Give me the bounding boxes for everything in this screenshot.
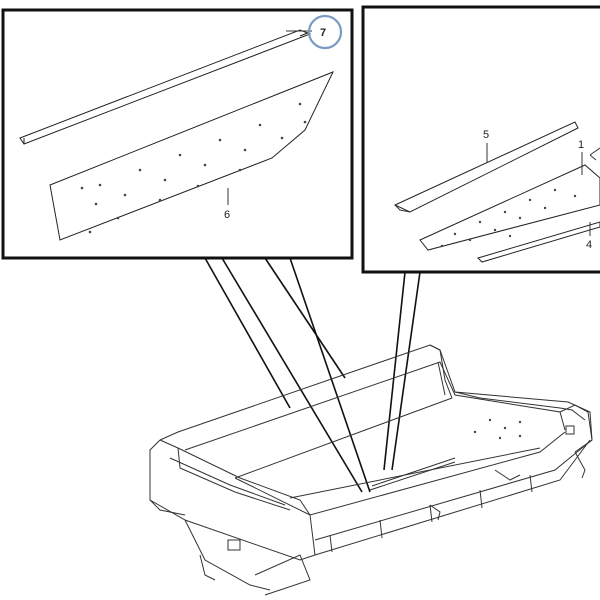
part-7-highlight-circle xyxy=(307,14,343,50)
plate-holes xyxy=(80,102,307,234)
part-6-plate xyxy=(49,71,335,241)
part-1-plate xyxy=(419,164,600,251)
dump-body-drawing xyxy=(149,344,593,596)
callout-5: 5 xyxy=(483,129,489,141)
right-detail-box: 5 1 4 xyxy=(361,5,600,274)
left-detail-box: 7 6 xyxy=(1,8,354,260)
callout-7: 7 xyxy=(320,27,326,39)
part-4-strip xyxy=(477,221,600,263)
plate-holes-right xyxy=(440,188,577,248)
callout-4: 4 xyxy=(586,239,592,251)
callout-6: 6 xyxy=(224,209,230,221)
right-box-leader xyxy=(383,271,421,471)
part-5-strip xyxy=(393,121,579,213)
left-box-leader xyxy=(204,257,371,493)
callout-1: 1 xyxy=(578,139,584,151)
